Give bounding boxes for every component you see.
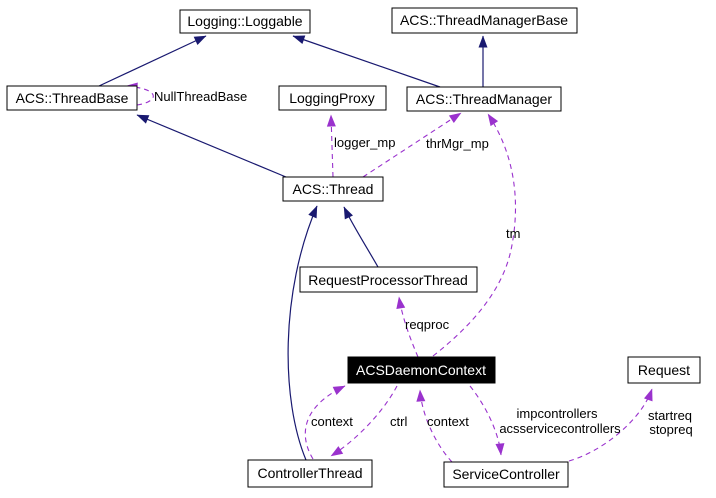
edge-label-impcontrollers: impcontrollers <box>517 406 598 421</box>
edge-label-thrmgr-mp: thrMgr_mp <box>426 136 489 151</box>
request-box[interactable] <box>627 356 701 384</box>
edge-label-context-left: context <box>311 414 353 429</box>
node-acs-threadbase[interactable]: ACS::ThreadBase <box>6 85 138 111</box>
acsdaemoncontext-box[interactable] <box>347 356 496 384</box>
controllerthread-label: ControllerThread <box>257 465 362 481</box>
edge-acsdaemoncontext-to-controllerthread-ctrl <box>330 385 398 457</box>
acs-thread-box[interactable] <box>282 176 384 202</box>
edge-acsdaemoncontext-to-servicecontroller-impcontrollers <box>469 385 505 456</box>
edge-thread-to-threadmanager-thrmgr-mp <box>362 112 462 178</box>
acsdaemoncontext-label: ACSDaemonContext <box>356 362 486 378</box>
edge-requestprocessorthread-to-thread <box>343 206 379 268</box>
acs-threadmanagerbase-box[interactable] <box>391 7 578 34</box>
logging-loggable-label: Logging::Loggable <box>187 13 302 29</box>
loggingproxy-box[interactable] <box>278 85 387 111</box>
usage-edges <box>125 82 653 463</box>
edge-controllerthread-to-thread <box>287 205 318 461</box>
edge-label-stopreq: stopreq <box>649 422 692 437</box>
node-requestprocessorthread[interactable]: RequestProcessorThread <box>299 266 478 293</box>
edge-label-logger-mp: logger_mp <box>334 135 395 150</box>
controllerthread-box[interactable] <box>247 459 373 488</box>
diagram-nodes: Logging::Loggable ACS::ThreadManagerBase… <box>6 7 701 488</box>
acs-thread-label: ACS::Thread <box>293 181 374 197</box>
edge-label-ctrl: ctrl <box>390 414 407 429</box>
edge-label-reqproc: reqproc <box>405 317 450 332</box>
acs-threadmanager-box[interactable] <box>406 86 562 112</box>
edge-thread-to-loggingproxy-logger-mp <box>326 114 336 178</box>
acs-threadmanagerbase-label: ACS::ThreadManagerBase <box>400 12 568 28</box>
edge-label-acsservicecontrollers: acsservicecontrollers <box>499 421 621 436</box>
servicecontroller-box[interactable] <box>443 461 569 488</box>
edge-thread-to-threadbase <box>136 114 287 178</box>
request-label: Request <box>638 362 690 378</box>
inheritance-edges <box>98 35 488 461</box>
edge-controllerthread-to-acsdaemoncontext-context <box>304 385 346 460</box>
node-acs-threadmanagerbase[interactable]: ACS::ThreadManagerBase <box>391 7 578 34</box>
requestprocessorthread-box[interactable] <box>299 266 478 293</box>
acs-threadmanager-label: ACS::ThreadManager <box>416 91 553 107</box>
logging-loggable-box[interactable] <box>179 9 311 34</box>
edge-label-startreq: startreq <box>648 408 692 423</box>
node-servicecontroller[interactable]: ServiceController <box>443 461 569 488</box>
node-controllerthread[interactable]: ControllerThread <box>247 459 373 488</box>
edge-servicecontroller-to-request-startreq <box>568 388 653 462</box>
acs-threadbase-label: ACS::ThreadBase <box>16 90 129 106</box>
node-request[interactable]: Request <box>627 356 701 384</box>
loggingproxy-label: LoggingProxy <box>289 90 375 106</box>
node-acsdaemoncontext[interactable]: ACSDaemonContext <box>347 356 496 384</box>
servicecontroller-label: ServiceController <box>452 466 560 482</box>
edge-label-context-right: context <box>427 414 469 429</box>
edge-acsdaemoncontext-to-requestprocessorthread-reqproc <box>396 296 419 358</box>
edge-threadmanager-to-loggable <box>292 35 441 88</box>
node-loggingproxy[interactable]: LoggingProxy <box>278 85 387 111</box>
edge-labels: NullThreadBase logger_mp thrMgr_mp tm re… <box>154 89 693 437</box>
edge-label-nullthreadbase: NullThreadBase <box>154 89 247 104</box>
acs-threadbase-box[interactable] <box>6 85 138 111</box>
edge-threadbase-self-nullthreadbase <box>125 82 154 106</box>
requestprocessorthread-label: RequestProcessorThread <box>308 272 468 288</box>
edge-threadbase-to-loggable <box>98 35 207 87</box>
edge-servicecontroller-to-acsdaemoncontext-context <box>416 389 453 463</box>
node-acs-threadmanager[interactable]: ACS::ThreadManager <box>406 86 562 112</box>
node-logging-loggable[interactable]: Logging::Loggable <box>179 9 311 34</box>
edge-label-tm: tm <box>506 226 520 241</box>
node-acs-thread[interactable]: ACS::Thread <box>282 176 384 202</box>
